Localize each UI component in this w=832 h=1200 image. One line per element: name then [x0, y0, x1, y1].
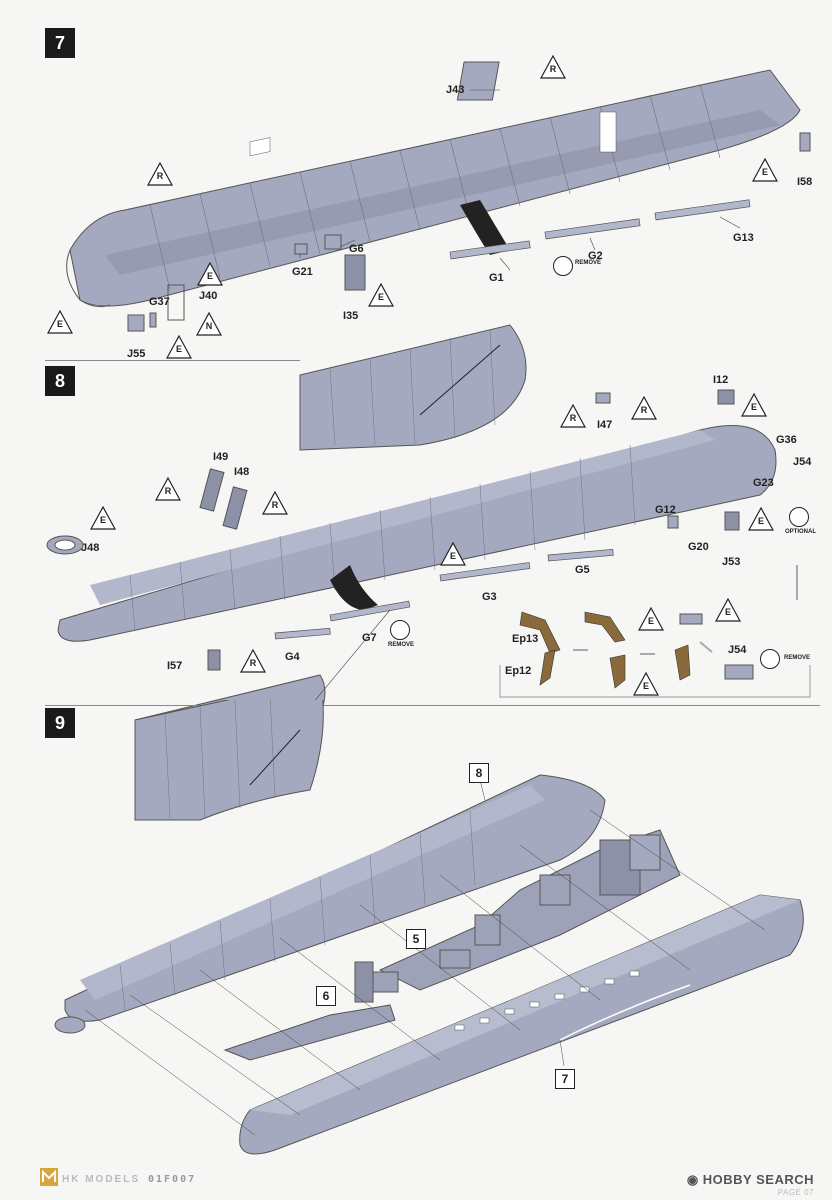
part-label-g37: G37: [149, 296, 170, 308]
watermark-icon: ◉: [686, 1172, 703, 1187]
step-8-number: 8: [45, 366, 75, 396]
part-label-g3: G3: [482, 591, 497, 603]
part-label-j43: J43: [446, 84, 465, 96]
marker-triangle-r: R: [261, 490, 289, 515]
hk-logo-icon: [40, 1168, 58, 1186]
step-8-fuselage-drawing: [46, 324, 811, 720]
part-label-j40: J40: [199, 290, 218, 302]
part-label-i12: I12: [713, 374, 729, 386]
part-label-g2: G2: [588, 250, 603, 262]
part-label-g4: G4: [285, 651, 300, 663]
marker-triangle-e: E: [751, 157, 779, 182]
remove-icon: [390, 620, 410, 640]
optional-label: OPTIONAL: [785, 529, 816, 535]
marker-triangle-e: E: [165, 334, 193, 359]
part-label-i48: I48: [234, 466, 250, 478]
footer-brand: HK MODELS: [62, 1174, 140, 1185]
marker-triangle-r: R: [559, 403, 587, 428]
part-label-g5: G5: [575, 564, 590, 576]
part-label-i58: I58: [797, 176, 813, 188]
step-9-assembly-drawing: [54, 700, 804, 1155]
marker-triangle-e: E: [46, 309, 74, 334]
step-9-number: 9: [45, 708, 75, 738]
part-label-g7: G7: [362, 632, 377, 644]
ref-step-8: 8: [469, 763, 489, 783]
remove-icon: [553, 256, 573, 276]
ref-step-7: 7: [555, 1069, 575, 1089]
ref-step-6: 6: [316, 986, 336, 1006]
marker-triangle-e: E: [637, 606, 665, 631]
marker-triangle-e: E: [367, 282, 395, 307]
part-label-g20: G20: [688, 541, 709, 553]
part-label-ep12: Ep12: [505, 665, 532, 677]
part-label-g21: G21: [292, 266, 313, 278]
part-label-i49: I49: [213, 451, 229, 463]
part-label-g36: G36: [776, 434, 797, 446]
part-label-i47: I47: [597, 419, 613, 431]
marker-triangle-r: R: [539, 54, 567, 79]
part-label-ep13: Ep13: [512, 633, 539, 645]
part-label-j54: J54: [728, 644, 747, 656]
marker-triangle-r: R: [146, 161, 174, 186]
optional-icon: [789, 507, 809, 527]
marker-triangle-e: E: [740, 392, 768, 417]
part-label-i35: I35: [343, 310, 359, 322]
part-label-g13: G13: [733, 232, 754, 244]
part-label-j48: J48: [81, 542, 100, 554]
page-number: PAGE 07: [777, 1188, 814, 1197]
marker-triangle-e: E: [747, 506, 775, 531]
marker-triangle-e: E: [439, 541, 467, 566]
step-7-fuselage-drawing: [66, 61, 811, 332]
marker-triangle-r: R: [239, 648, 267, 673]
part-label-j54: J54: [793, 456, 812, 468]
marker-triangle-r: R: [630, 395, 658, 420]
marker-triangle-e: E: [632, 671, 660, 696]
part-label-g1: G1: [489, 272, 504, 284]
part-label-j55: J55: [127, 348, 146, 360]
marker-triangle-e: E: [196, 261, 224, 286]
footer-code: 01F007: [148, 1174, 197, 1185]
part-label-g23: G23: [753, 477, 774, 489]
step-8-divider: [45, 705, 820, 706]
part-label-g12: G12: [655, 504, 676, 516]
part-label-j53: J53: [722, 556, 741, 568]
remove-icon: [760, 649, 780, 669]
part-label-i57: I57: [167, 660, 183, 672]
part-label-g6: G6: [349, 243, 364, 255]
marker-triangle-n: N: [195, 311, 223, 336]
marker-triangle-r: R: [154, 476, 182, 501]
step-7-divider: [45, 360, 300, 361]
marker-triangle-e: E: [89, 505, 117, 530]
marker-triangle-e: E: [714, 597, 742, 622]
ref-step-5: 5: [406, 929, 426, 949]
step-7-number: 7: [45, 28, 75, 58]
